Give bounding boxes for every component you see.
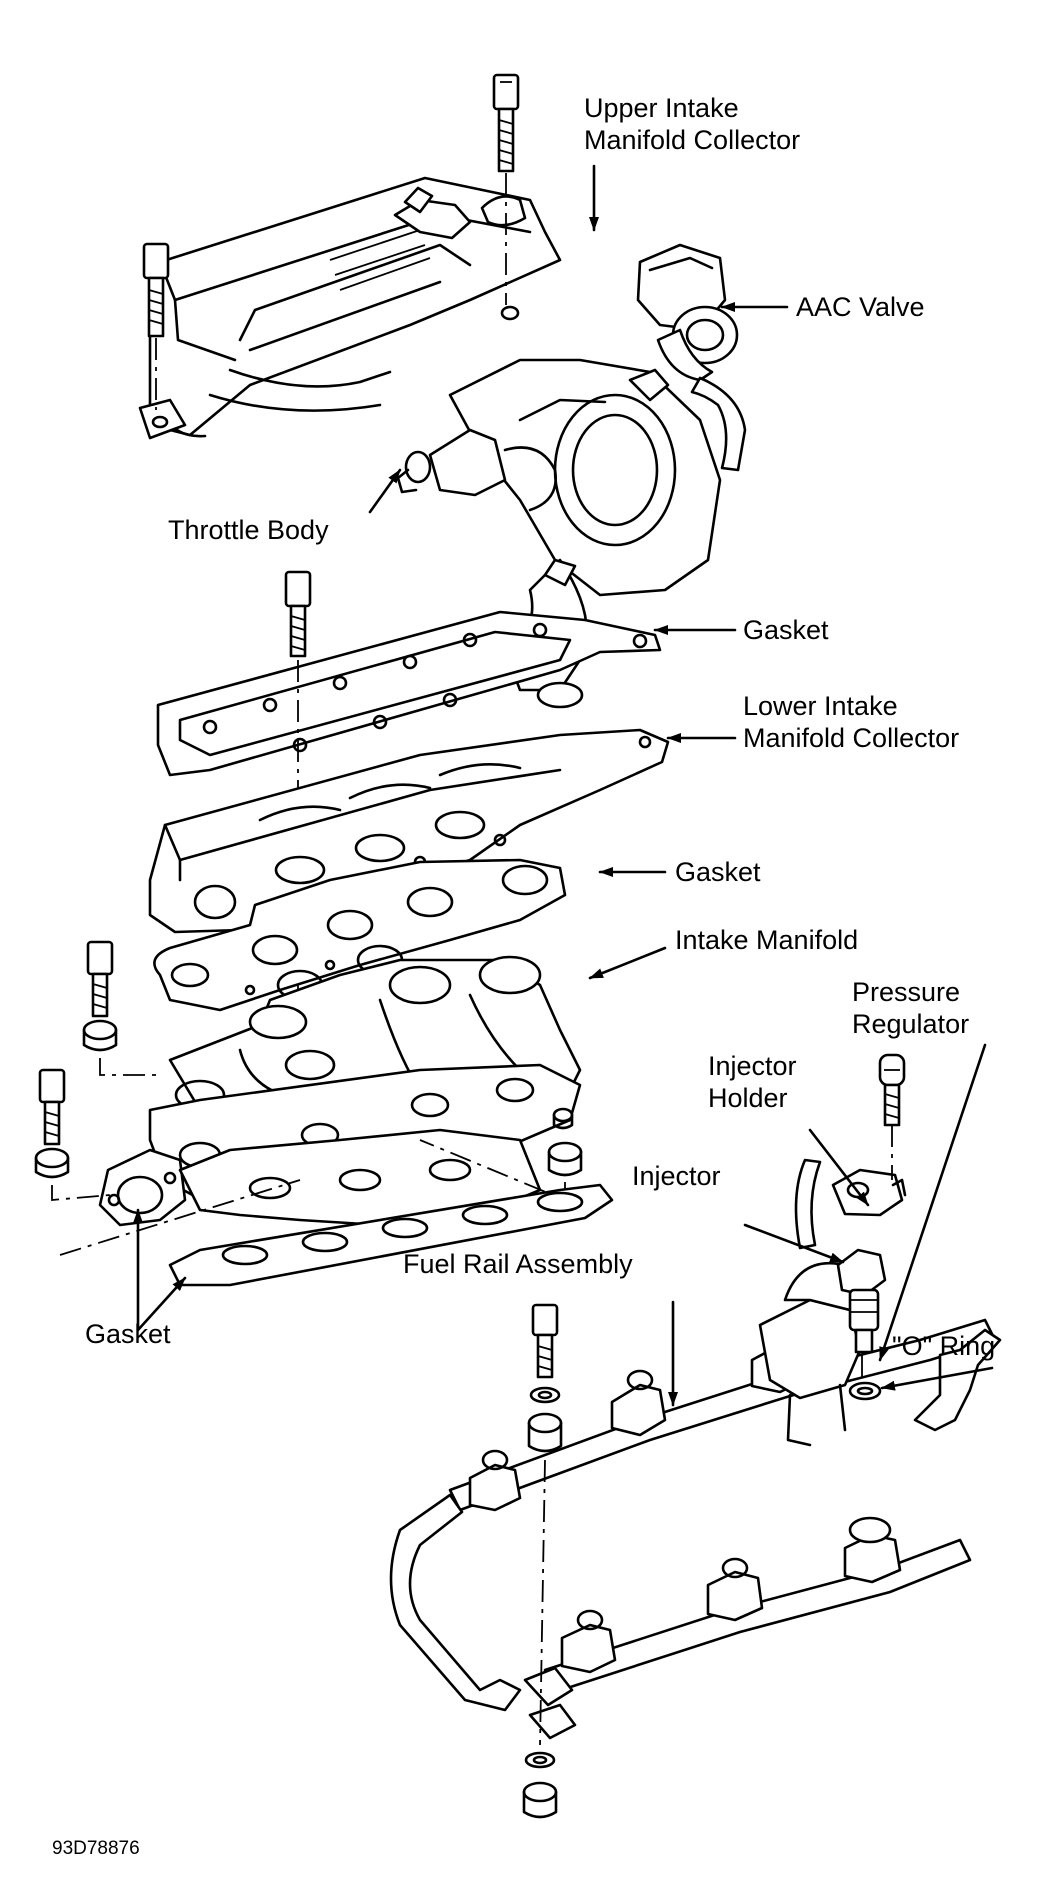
label-throttle-body: Throttle Body xyxy=(168,515,329,545)
upper-gasket xyxy=(156,610,662,777)
label-pressure-regulator: Pressure Regulator xyxy=(852,977,970,1039)
aac-valve xyxy=(628,243,747,472)
left-upper-bolt-washer xyxy=(82,940,158,1076)
label-gasket-middle: Gasket xyxy=(675,857,761,887)
fuel-rail-bolt-stack xyxy=(522,1303,563,1819)
figure-id: 93D78876 xyxy=(52,1838,140,1859)
fuel-rail-assembly xyxy=(389,1158,1002,1740)
o-ring xyxy=(848,1355,882,1401)
upper-bolt-top xyxy=(492,73,520,305)
injector-holder xyxy=(831,1168,907,1217)
label-intake-manifold: Intake Manifold xyxy=(675,925,859,955)
label-upper-intake-manifold-collector: Upper Intake Manifold Collector xyxy=(584,93,801,155)
label-gasket-upper: Gasket xyxy=(743,615,829,645)
label-injector-holder: Injector Holder xyxy=(708,1051,797,1113)
label-lower-intake-manifold-collector: Lower Intake Manifold Collector xyxy=(743,691,960,753)
intake-manifold xyxy=(98,955,582,1227)
injector xyxy=(836,1248,887,1354)
upper-bolt-left xyxy=(142,242,170,410)
lower-intake-manifold-collector xyxy=(148,728,670,934)
right-nuts-washers xyxy=(419,1107,583,1202)
manifold-base-gasket xyxy=(168,1183,614,1287)
label-fuel-rail-assembly: Fuel Rail Assembly xyxy=(403,1249,633,1279)
label-o-ring: "O" Ring xyxy=(892,1331,996,1361)
pressure-regulator-bolt xyxy=(878,1053,906,1180)
label-gasket-lower: Gasket xyxy=(85,1319,171,1349)
left-lower-bolt-washer xyxy=(34,1068,111,1201)
label-aac-valve: AAC Valve xyxy=(796,292,925,322)
label-injector: Injector xyxy=(632,1161,721,1191)
leader-lines xyxy=(133,164,994,1407)
